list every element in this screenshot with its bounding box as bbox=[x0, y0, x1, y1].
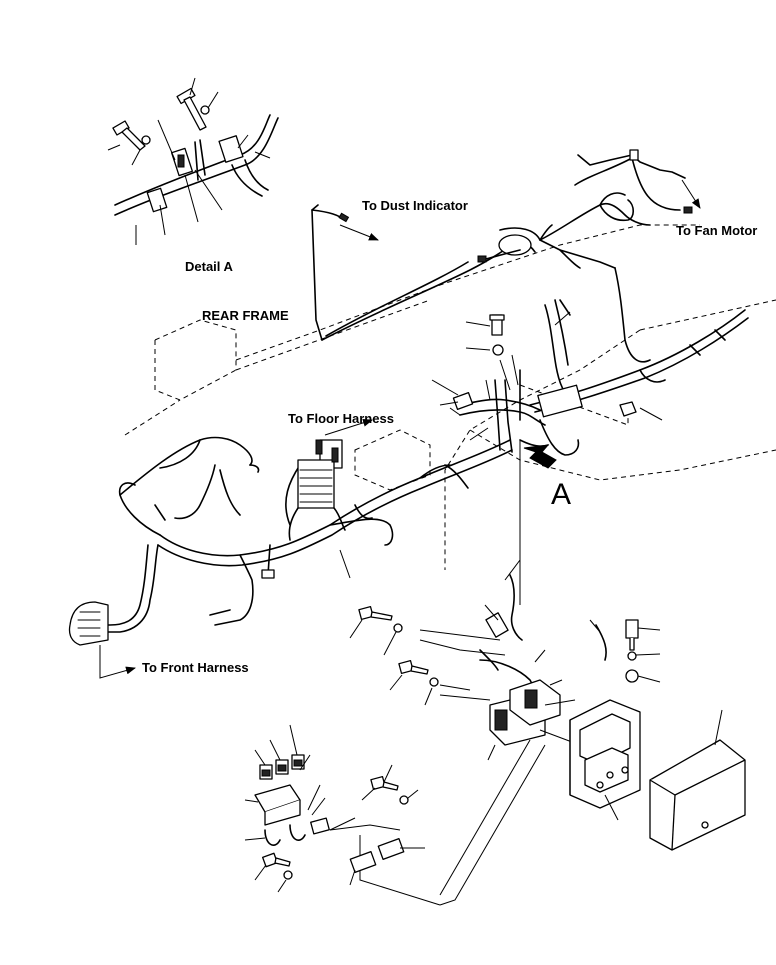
detail-a-drawing bbox=[107, 77, 279, 245]
view-a-arrow bbox=[523, 444, 557, 469]
floor-harness-arrow bbox=[324, 418, 373, 436]
rear-frame-label: REAR FRAME bbox=[202, 308, 289, 323]
main-harness bbox=[84, 436, 513, 633]
fan-motor-arrow bbox=[681, 179, 701, 209]
dust-indicator-arrow bbox=[339, 224, 379, 241]
dust-indicator-harness bbox=[311, 192, 651, 363]
rear-frame-outline bbox=[124, 224, 776, 570]
dust-indicator-label: To Dust Indicator bbox=[362, 198, 468, 213]
fan-motor-harness bbox=[574, 149, 693, 222]
front-harness-connector bbox=[68, 601, 109, 646]
lower-assembly bbox=[349, 440, 746, 906]
bottom-parts-cluster bbox=[244, 724, 441, 906]
upper-leaders bbox=[339, 311, 663, 686]
front-harness-label: To Front Harness bbox=[142, 660, 249, 675]
fan-motor-label: To Fan Motor bbox=[676, 223, 758, 238]
floor-harness-connectors bbox=[288, 439, 346, 541]
view-a-label: A bbox=[551, 478, 572, 511]
front-harness-arrow bbox=[99, 645, 136, 679]
detail-a-label: Detail A bbox=[185, 259, 233, 274]
floor-harness-label: To Floor Harness bbox=[288, 411, 394, 426]
